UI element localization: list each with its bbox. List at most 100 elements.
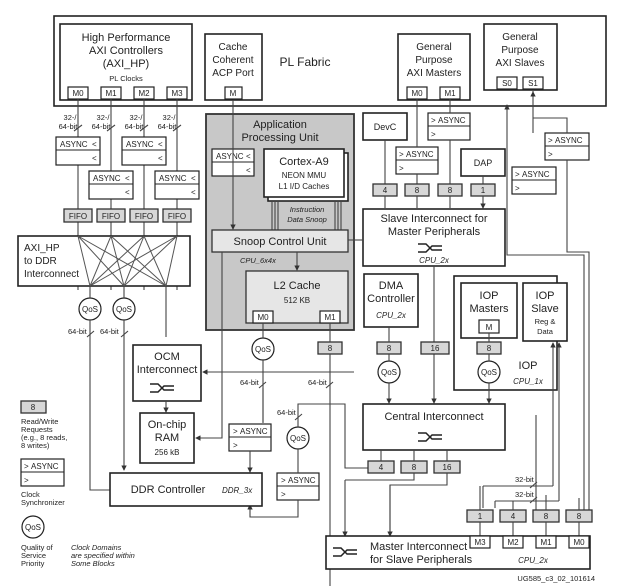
axi-hp-ddr-title-2: to DDR — [24, 256, 57, 267]
gpm-port-m1: M1 — [444, 89, 456, 98]
async-hp-0: ASYNC<< — [55, 136, 101, 166]
ocram-title-2: RAM — [155, 432, 179, 444]
svg-text:>: > — [24, 462, 29, 471]
gpm-port-m0: M0 — [411, 89, 423, 98]
port-m3: M3 — [171, 89, 183, 98]
qos-hp-1: QoS — [112, 297, 136, 321]
cortex-a9 — [263, 148, 345, 198]
iop-slave-sub-1: Reg & — [535, 317, 556, 326]
acp-title-1: Cache — [219, 42, 248, 53]
req16 — [420, 341, 450, 355]
svg-text:M0: M0 — [573, 538, 585, 547]
svg-text:FIFO: FIFO — [135, 212, 153, 221]
svg-text:4: 4 — [383, 186, 388, 195]
master-ic-title-2: for Slave Peripherals — [370, 554, 473, 566]
crossbar-icon — [418, 432, 442, 442]
svg-text:(e.g., 8 reads,: (e.g., 8 reads, — [21, 433, 67, 442]
svg-text:>: > — [548, 150, 553, 159]
l2-port-m1: M1 — [324, 313, 336, 322]
svg-text:QoS: QoS — [381, 368, 397, 377]
gpm-title-1: General — [416, 42, 452, 53]
ocm-interconnect — [132, 344, 202, 402]
svg-text:<: < — [125, 188, 130, 197]
svg-text:4: 4 — [379, 463, 384, 472]
iop-label: IOP — [519, 360, 538, 372]
bus-label: 64-bit — [68, 327, 88, 336]
slave-ic-title-2: Master Peripherals — [388, 226, 481, 238]
central-ic-title: Central Interconnect — [384, 411, 483, 423]
svg-text:M1: M1 — [540, 538, 552, 547]
svg-text:>: > — [233, 427, 238, 436]
svg-text:ASYNC: ASYNC — [555, 136, 583, 145]
svg-text:Clock Domains: Clock Domains — [71, 543, 122, 552]
async-hp-2: ASYNC<< — [121, 136, 167, 166]
svg-text:8: 8 — [415, 186, 420, 195]
qos-central-ddr: QoS — [286, 426, 310, 450]
svg-text:8: 8 — [544, 512, 549, 521]
ddr-clock: DDR_3x — [222, 486, 253, 495]
gps-port-s1: S1 — [528, 79, 538, 88]
svg-text:Read/Write: Read/Write — [21, 417, 58, 426]
gpm-title-2: Purpose — [415, 55, 453, 66]
svg-text:4: 4 — [511, 512, 516, 521]
bus-label: 32-bit — [515, 475, 535, 484]
gps-title-2: Purpose — [501, 45, 539, 56]
async-gp-m1: >ASYNC> — [427, 112, 471, 141]
central-ic-requests: 4 8 16 — [367, 460, 461, 474]
svg-text:8 writes): 8 writes) — [21, 441, 50, 450]
svg-text:>: > — [281, 490, 286, 499]
svg-text:FIFO: FIFO — [168, 212, 186, 221]
svg-text:>: > — [399, 150, 404, 159]
crossbar-lines — [77, 235, 178, 287]
axi-hp-title-2: AXI Controllers — [89, 45, 163, 57]
svg-text:64-bit: 64-bit — [158, 122, 178, 131]
svg-text:FIFO: FIFO — [69, 212, 87, 221]
svg-text:QoS: QoS — [290, 434, 306, 443]
svg-text:Priority: Priority — [21, 559, 45, 568]
iop-slave-sub-2: Data — [537, 327, 554, 336]
iop-masters-title-2: Masters — [469, 303, 509, 315]
master-ic-clock: CPU_2x — [518, 556, 549, 565]
dap — [460, 148, 506, 177]
bus-label: 64-bit — [277, 408, 297, 417]
svg-text:ASYNC: ASYNC — [126, 140, 154, 149]
iop-clock: CPU_1x — [513, 377, 544, 386]
axi-hp-title-1: High Performance — [82, 32, 171, 44]
svg-text:>: > — [281, 476, 286, 485]
svg-text:Clock: Clock — [21, 490, 40, 499]
master-ic-requests: 1 4 8 8 — [466, 509, 593, 523]
on-chip-ram — [139, 412, 195, 464]
svg-text:ASYNC: ASYNC — [93, 174, 121, 183]
gpm-title-3: AXI Masters — [407, 68, 461, 79]
async-ddr-1: > ASYNC> — [228, 423, 272, 452]
snoop-note-2: Data Snoop — [287, 215, 327, 224]
ocram-title-1: On-chip — [148, 419, 187, 431]
snoop-note-1: Instruction — [290, 205, 325, 214]
svg-text:>: > — [24, 476, 29, 485]
svg-text:64-bit: 64-bit — [92, 122, 112, 131]
svg-text:M2: M2 — [507, 538, 519, 547]
svg-text:ASYNC: ASYNC — [240, 427, 268, 436]
svg-text:ASYNC: ASYNC — [31, 462, 59, 471]
axi-hp-ddr-title-3: Interconnect — [24, 269, 79, 280]
svg-text:<: < — [125, 174, 130, 183]
async-ddr-2: > ASYNC> — [276, 472, 320, 501]
port-m1: M1 — [105, 89, 117, 98]
svg-text:8: 8 — [577, 512, 582, 521]
dma-requests-label: 8 — [387, 344, 392, 353]
slave-ic-title-1: Slave Interconnect for — [380, 213, 487, 225]
iop-slave-title-1: IOP — [536, 290, 555, 302]
acp-title-3: ACP Port — [212, 68, 254, 79]
svg-text:QoS: QoS — [481, 368, 497, 377]
svg-text:>: > — [515, 184, 520, 193]
svg-text:<: < — [246, 152, 251, 161]
legend: 8 Read/Write Requests (e.g., 8 reads, 8 … — [20, 400, 135, 568]
svg-text:32-/: 32-/ — [163, 113, 177, 122]
acp-title-2: Coherent — [212, 55, 253, 66]
svg-text:32-/: 32-/ — [64, 113, 78, 122]
crossbar-icon — [333, 547, 357, 557]
apu-clock: CPU_6x4x — [240, 256, 276, 265]
crossbar-icon — [418, 243, 442, 253]
svg-text:1: 1 — [481, 186, 486, 195]
